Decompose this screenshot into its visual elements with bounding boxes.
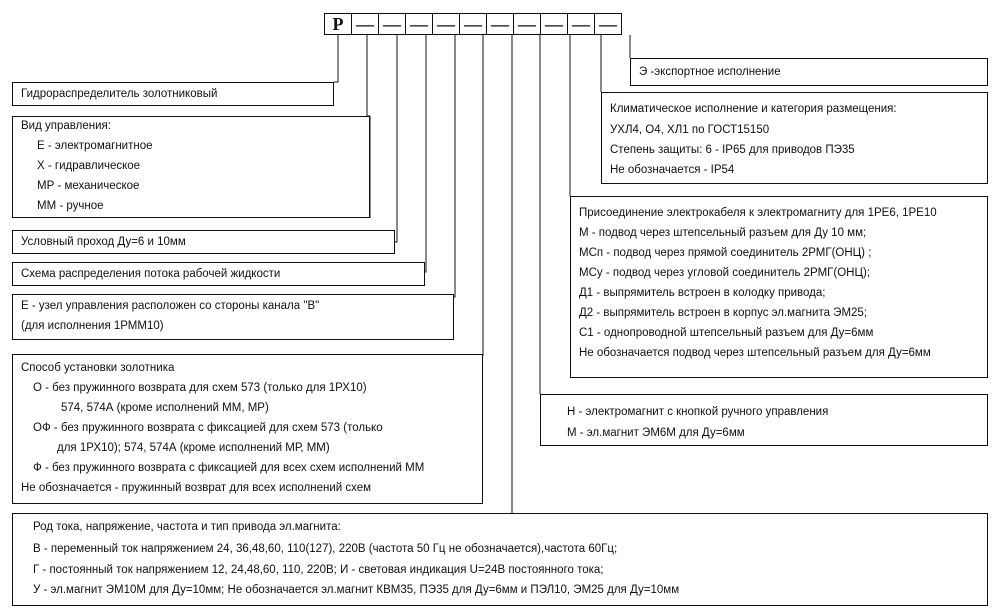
box-line: Н - электромагнит с кнопкой ручного упра…: [567, 406, 829, 418]
code-cell-11: —: [594, 13, 622, 35]
box-line: Климатическое исполнение и категория раз…: [610, 103, 897, 115]
box-export-version: Э -экспортное исполнение: [630, 58, 988, 86]
box-line: В - переменный ток напряжением 24, 36,48…: [33, 543, 618, 555]
code-cell-letter: Р: [324, 13, 352, 35]
box-line: Не обозначается - IP54: [610, 164, 735, 176]
box-line: С1 - однопроводной штепсельный разъем дл…: [579, 327, 874, 339]
box-line: 574, 574А (кроме исполнений ММ, МР): [61, 402, 269, 414]
box-line: М - эл.магнит ЭМ6М для Ду=6мм: [567, 427, 745, 439]
box-line: О - без пружинного возврата для схем 573…: [33, 382, 367, 394]
box-nominal-bore: Условный проход Ду=6 и 10мм: [12, 230, 395, 254]
connector-b3: [395, 35, 398, 243]
box-cable-connection: Присоединение электрокабеля к электромаг…: [570, 196, 988, 378]
box-line: Вид управления:: [21, 120, 111, 132]
box-line: (для исполнения 1РММ10): [21, 320, 164, 332]
box-line: МСу - подвод через угловой соединитель 2…: [579, 267, 871, 279]
box-control-unit: Е - узел управления расположен со сторон…: [12, 294, 454, 340]
box-line: Схема распределения потока рабочей жидко…: [21, 268, 281, 280]
box-climatic-version: Климатическое исполнение и категория раз…: [601, 92, 988, 184]
box-line: ММ - ручное: [37, 200, 104, 212]
code-cell-9: —: [540, 13, 568, 35]
box-line: У - эл.магнит ЭМ10М для Ду=10мм; Не обоз…: [33, 584, 680, 596]
box-line: Е - электромагнитное: [37, 140, 153, 152]
box-line: Д1 - выпрямитель встроен в колодку приво…: [579, 287, 826, 299]
box-control-type: Вид управления: Е - электромагнитное Х -…: [12, 116, 370, 218]
box-line: ОФ - без пружинного возврата с фиксацией…: [33, 422, 383, 434]
box-line: Э -экспортное исполнение: [639, 66, 781, 78]
code-cell-2: —: [351, 13, 379, 35]
box-line: Способ установки золотника: [21, 362, 175, 374]
box-line: Род тока, напряжение, частота и тип прив…: [33, 521, 341, 533]
box-flow-scheme: Схема распределения потока рабочей жидко…: [12, 262, 425, 286]
box-line: М - подвод через штепсельный разъем для …: [579, 227, 867, 239]
code-cell-5: —: [432, 13, 460, 35]
box-spool-distributor: Гидрораспределитель золотниковый: [12, 82, 334, 106]
connector-b4: [425, 35, 427, 273]
box-line: Присоединение электрокабеля к электромаг…: [579, 207, 937, 219]
connector-b1: [334, 35, 339, 83]
box-line: Не обозначается - пружинный возврат для …: [21, 482, 372, 494]
box-line: Гидрораспределитель золотниковый: [21, 88, 218, 100]
box-line: для 1РХ10); 574, 574А (кроме исполнений …: [57, 442, 330, 454]
box-line: МСп - подвод через прямой соединитель 2Р…: [579, 247, 872, 259]
box-line: МР - механическое: [37, 180, 140, 192]
code-cell-3: —: [378, 13, 406, 35]
designation-code: Р — — — — — — — — — —: [324, 13, 622, 35]
connector-b5: [454, 35, 456, 298]
code-cell-7: —: [486, 13, 514, 35]
box-line: Г - постоянный ток напряжением 12, 24,48…: [33, 564, 604, 576]
code-cell-8: —: [513, 13, 541, 35]
box-line: Х - гидравлическое: [37, 160, 141, 172]
box-line: Д2 - выпрямитель встроен в корпус эл.маг…: [579, 307, 868, 319]
code-cell-10: —: [567, 13, 595, 35]
box-current-type: Род тока, напряжение, частота и тип прив…: [12, 513, 988, 606]
code-cell-4: —: [405, 13, 433, 35]
box-line: УХЛ4, О4, ХЛ1 по ГОСТ15150: [610, 124, 770, 136]
box-line: Степень защиты: 6 - IP65 для приводов ПЭ…: [610, 144, 855, 156]
code-cell-6: —: [459, 13, 487, 35]
box-line: Е - узел управления расположен со сторон…: [21, 300, 320, 312]
box-line: Не обозначается подвод через штепсельный…: [579, 347, 931, 359]
box-electromagnet-button: Н - электромагнит с кнопкой ручного упра…: [540, 394, 988, 446]
box-line: Условный проход Ду=6 и 10мм: [21, 236, 186, 248]
box-line: Ф - без пружинного возврата с фиксацией …: [33, 462, 425, 474]
box-spool-installation: Способ установки золотника О - без пружи…: [12, 354, 483, 504]
